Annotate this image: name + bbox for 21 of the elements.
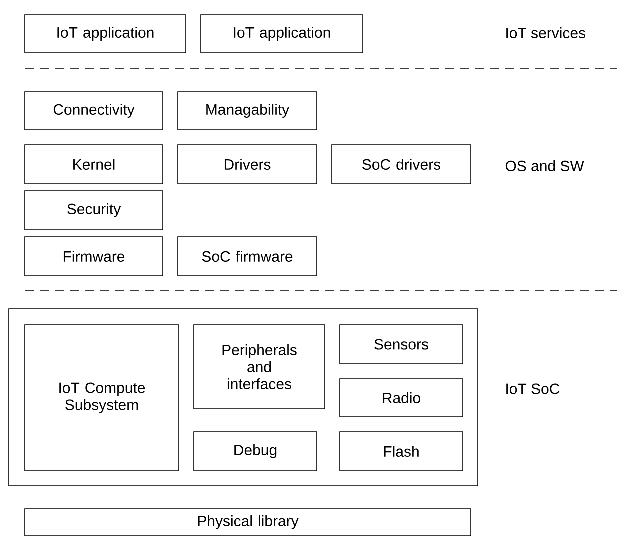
block-box: Managability — [178, 92, 318, 130]
block-box: Peripherals and interfaces — [194, 324, 326, 410]
block-box: Kernel — [24, 144, 164, 184]
container-box — [8, 308, 478, 486]
block-box: IoT application — [24, 14, 186, 54]
layer-label: OS and SW — [506, 160, 584, 172]
layer-label: IoT SoC — [506, 384, 560, 394]
layer-label: IoT services — [506, 28, 586, 38]
block-box: SoC drivers — [332, 144, 472, 184]
block-box: Connectivity — [24, 92, 164, 130]
block-box: Firmware — [24, 236, 164, 276]
block-box: IoT Compute Subsystem — [24, 324, 180, 472]
block-box: Security — [24, 190, 164, 230]
block-box: Drivers — [178, 144, 318, 184]
block-box: SoC firmware — [178, 236, 318, 276]
block-box: Flash — [340, 432, 464, 472]
block-box: Debug — [194, 432, 318, 472]
block-box: IoT application — [200, 14, 364, 54]
block-box: Sensors — [340, 324, 464, 364]
block-box: Physical library — [24, 508, 472, 536]
block-box: Radio — [340, 378, 464, 418]
